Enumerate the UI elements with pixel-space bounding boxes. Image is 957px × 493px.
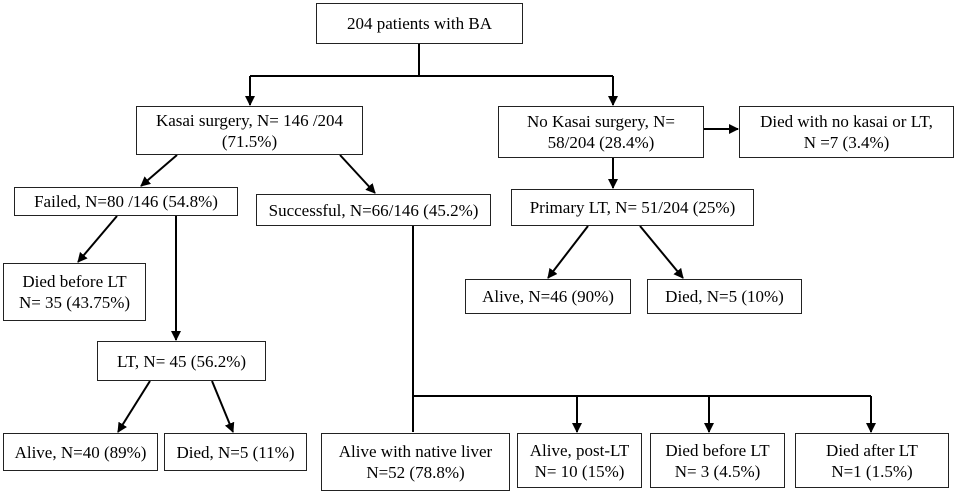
node-text: Died, N=5 (10%) bbox=[665, 287, 784, 306]
node-kasai-surgery: Kasai surgery, N= 146 /204 (71.5%) bbox=[136, 106, 363, 155]
node-alive-native-liver: Alive with native liver N=52 (78.8%) bbox=[321, 433, 510, 491]
node-died-before-lt-failed: Died before LT N= 35 (43.75%) bbox=[3, 263, 146, 321]
arrow-to-failed bbox=[140, 154, 178, 187]
node-died-no-kasai: Died with no kasai or LT, N =7 (3.4%) bbox=[739, 106, 954, 158]
arrow-to-alive-primary bbox=[547, 225, 589, 279]
node-text: Primary LT, N= 51/204 (25%) bbox=[529, 198, 736, 217]
node-successful: Successful, N=66/146 (45.2%) bbox=[256, 194, 491, 226]
node-text: N=52 (78.8%) bbox=[366, 463, 465, 482]
node-primary-lt: Primary LT, N= 51/204 (25%) bbox=[511, 189, 754, 226]
node-died-primary: Died, N=5 (10%) bbox=[647, 279, 802, 314]
arrow-to-successful bbox=[339, 154, 376, 194]
node-text: Died before LT bbox=[665, 440, 770, 460]
arrow-to-died-primary bbox=[639, 225, 684, 279]
node-text: N=1 (1.5%) bbox=[831, 461, 913, 481]
node-text: Died with no kasai or LT, bbox=[760, 112, 933, 131]
node-text: 204 patients with BA bbox=[347, 14, 492, 33]
node-text: Failed, N=80 /146 (54.8%) bbox=[34, 192, 218, 211]
node-text: N= 3 (4.5%) bbox=[674, 461, 761, 481]
node-alive-lt: Alive, N=40 (89%) bbox=[3, 433, 158, 471]
node-alive-post-lt: Alive, post-LT N= 10 (15%) bbox=[517, 433, 642, 488]
node-text: N= 35 (43.75%) bbox=[18, 293, 131, 312]
node-text: Alive with native liver bbox=[338, 442, 493, 461]
node-text: 58/204 (28.4%) bbox=[547, 133, 655, 152]
node-text: LT, N= 45 (56.2%) bbox=[116, 351, 247, 371]
node-lt-failed: LT, N= 45 (56.2%) bbox=[97, 341, 266, 381]
node-text: Alive, post-LT bbox=[529, 440, 630, 460]
node-text: Died after LT bbox=[826, 440, 918, 460]
node-alive-primary: Alive, N=46 (90%) bbox=[465, 279, 631, 314]
node-text: N =7 (3.4%) bbox=[803, 133, 890, 152]
node-text: Successful, N=66/146 (45.2%) bbox=[268, 200, 479, 220]
node-text: No Kasai surgery, N= bbox=[527, 112, 675, 131]
node-no-kasai-surgery: No Kasai surgery, N= 58/204 (28.4%) bbox=[498, 106, 704, 158]
arrow-to-alive-lt bbox=[117, 380, 151, 433]
arrow-to-died-before-lt bbox=[77, 215, 118, 263]
node-text: Died before LT bbox=[22, 272, 127, 291]
node-died-lt: Died, N=5 (11%) bbox=[164, 433, 307, 471]
node-root: 204 patients with BA bbox=[316, 3, 523, 44]
node-failed: Failed, N=80 /146 (54.8%) bbox=[14, 187, 238, 216]
node-text: (71.5%) bbox=[221, 131, 278, 151]
node-text: Alive, N=40 (89%) bbox=[14, 442, 147, 462]
arrow-to-died-lt bbox=[211, 380, 235, 433]
node-died-after-lt: Died after LT N=1 (1.5%) bbox=[795, 433, 949, 488]
node-text: N= 10 (15%) bbox=[534, 461, 625, 481]
node-text: Alive, N=46 (90%) bbox=[482, 287, 614, 306]
node-text: Died, N=5 (11%) bbox=[176, 442, 295, 462]
node-text: Kasai surgery, N= 146 /204 bbox=[155, 110, 344, 130]
node-died-before-lt-success: Died before LT N= 3 (4.5%) bbox=[650, 433, 785, 488]
